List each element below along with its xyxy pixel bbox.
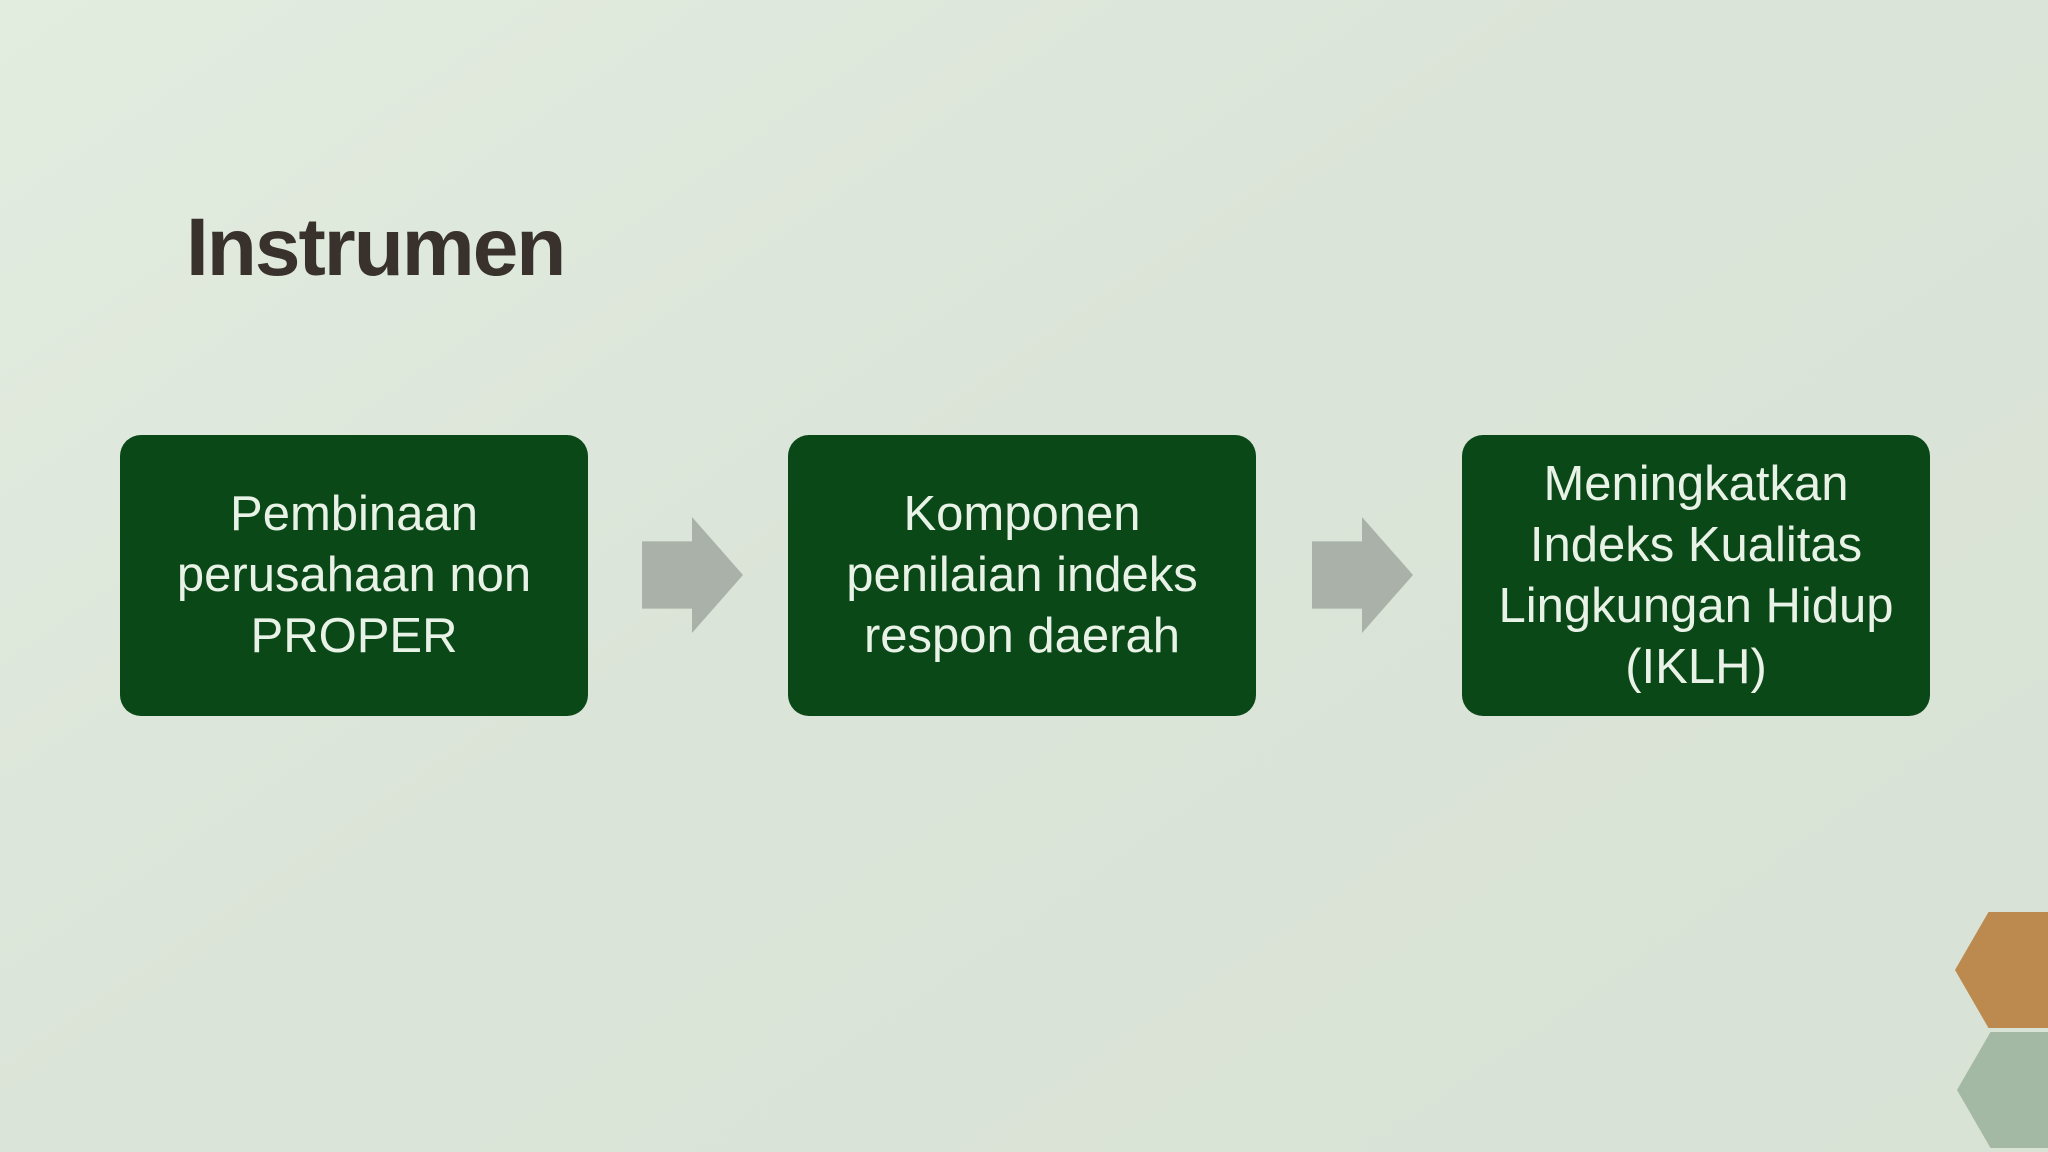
hexagon-decoration-green — [1957, 1032, 2048, 1148]
flow-step-1: Pembinaan perusahaan non PROPER — [120, 435, 588, 716]
arrow-right-icon — [642, 517, 743, 633]
flow-step-line: Indeks Kualitas — [1529, 517, 1863, 572]
slide-title: Instrumen — [186, 201, 566, 293]
flow-step-line: (IKLH) — [1625, 639, 1767, 694]
flow-step-line: Pembinaan — [230, 487, 478, 541]
flow-step-2: Komponen penilaian indeks respon daerah — [788, 435, 1256, 716]
flow-step-line: penilaian indeks — [846, 548, 1198, 602]
hexagon-decoration-orange — [1955, 912, 2048, 1028]
flow-step-line: respon daerah — [863, 609, 1180, 663]
flow-step-line: Komponen — [903, 487, 1141, 541]
flow-step-line: PROPER — [250, 609, 458, 663]
flow-step-3: Meningkatkan Indeks Kualitas Lingkungan … — [1462, 435, 1930, 716]
arrow-right-icon — [1312, 517, 1413, 633]
flow-step-line: Lingkungan Hidup — [1498, 578, 1894, 633]
flow-step-line: perusahaan non — [176, 548, 532, 602]
flow-step-line: Meningkatkan — [1543, 456, 1849, 511]
